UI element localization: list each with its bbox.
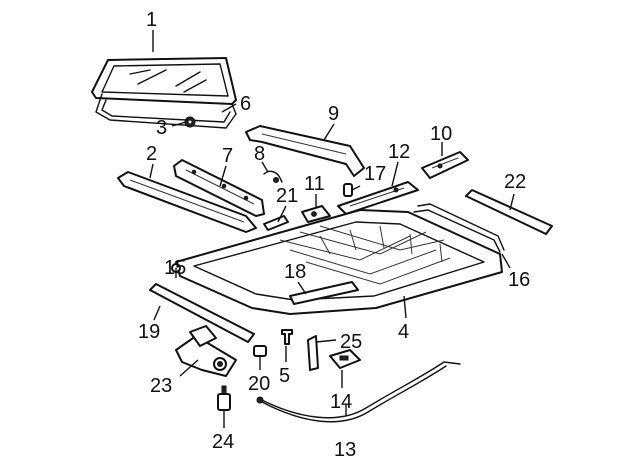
callout-17: 17 <box>364 163 386 185</box>
part-2-side-rail[interactable] <box>117 171 257 233</box>
part-24-connector[interactable] <box>217 385 231 411</box>
callout-10: 10 <box>430 123 452 145</box>
part-18-front-trim[interactable] <box>289 281 359 305</box>
part-14-switch[interactable] <box>329 349 361 369</box>
callout-7: 7 <box>222 145 233 167</box>
callout-leader-lines <box>149 30 515 428</box>
callout-6: 6 <box>240 93 251 115</box>
callout-15: 15 <box>164 257 186 279</box>
callout-numbers: 1 2 3 4 5 6 7 8 9 10 11 12 13 14 15 16 1… <box>138 9 530 461</box>
callout-12: 12 <box>388 141 410 163</box>
callout-14: 14 <box>330 391 352 413</box>
callout-22: 22 <box>504 171 526 193</box>
part-6-weatherstrip[interactable] <box>95 93 237 129</box>
callout-25: 25 <box>340 331 362 353</box>
callout-1: 1 <box>146 9 157 31</box>
callout-21: 21 <box>276 185 298 207</box>
part-17-pin[interactable] <box>343 183 353 197</box>
part-19-front-seal[interactable] <box>149 283 255 343</box>
part-13-drive-cable[interactable] <box>256 361 461 423</box>
part-21-plate[interactable] <box>263 215 289 231</box>
callout-3: 3 <box>156 117 167 139</box>
callout-23: 23 <box>150 375 172 397</box>
callout-8: 8 <box>254 143 265 165</box>
callout-16: 16 <box>508 269 530 291</box>
part-20-relay[interactable] <box>253 345 267 357</box>
part-12-guide-rail[interactable] <box>337 181 419 215</box>
part-5-screw[interactable] <box>281 329 293 345</box>
callout-2: 2 <box>146 143 157 165</box>
part-9-wind-deflector[interactable] <box>245 125 365 177</box>
callout-5: 5 <box>279 365 290 387</box>
callout-18: 18 <box>284 261 306 283</box>
part-7-bracket[interactable] <box>173 159 265 217</box>
callout-24: 24 <box>212 431 234 453</box>
part-3-bolt[interactable] <box>184 116 196 128</box>
callout-19: 19 <box>138 321 160 343</box>
part-1-glass-panel[interactable] <box>91 57 237 105</box>
part-22-seal-strip[interactable] <box>465 189 553 235</box>
callout-20: 20 <box>248 373 270 395</box>
part-4-housing-frame[interactable] <box>175 209 503 315</box>
part-16-drain-hose[interactable] <box>413 203 505 253</box>
callout-4: 4 <box>398 321 409 343</box>
callout-9: 9 <box>328 103 339 125</box>
callout-13: 13 <box>334 439 356 461</box>
part-23-drive-motor[interactable] <box>175 325 237 377</box>
part-25-bracket[interactable] <box>307 335 319 371</box>
callout-11: 11 <box>304 173 325 195</box>
part-10-bracket[interactable] <box>421 151 469 179</box>
part-8-clip[interactable] <box>263 170 283 183</box>
